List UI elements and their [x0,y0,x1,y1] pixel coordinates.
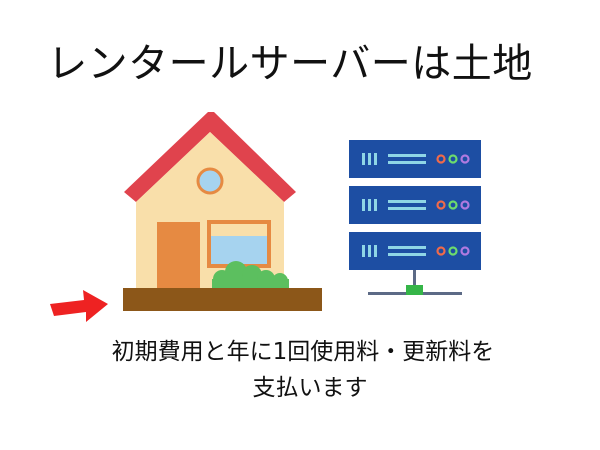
arrow-right-icon [50,290,108,322]
caption-line-2: 支払います [252,375,368,401]
caption: 初期費用と年に1回使用料・更新料を 支払います [0,334,600,406]
server-unit-1 [349,140,481,178]
house-door [157,222,200,288]
server-unit-3 [349,232,481,270]
server-unit-2 [349,186,481,224]
server-stand [368,270,462,295]
house-round-window [196,167,224,195]
server-rack-icon [349,140,481,295]
ground-plot [123,288,322,311]
page-title: レンタールサーバーは土地 [47,41,533,87]
house-window-shade [211,224,267,236]
house-bush [212,261,289,289]
house-roof [124,112,296,202]
caption-line-1: 初期費用と年に1回使用料・更新料を [111,339,495,365]
house-icon [123,112,322,311]
